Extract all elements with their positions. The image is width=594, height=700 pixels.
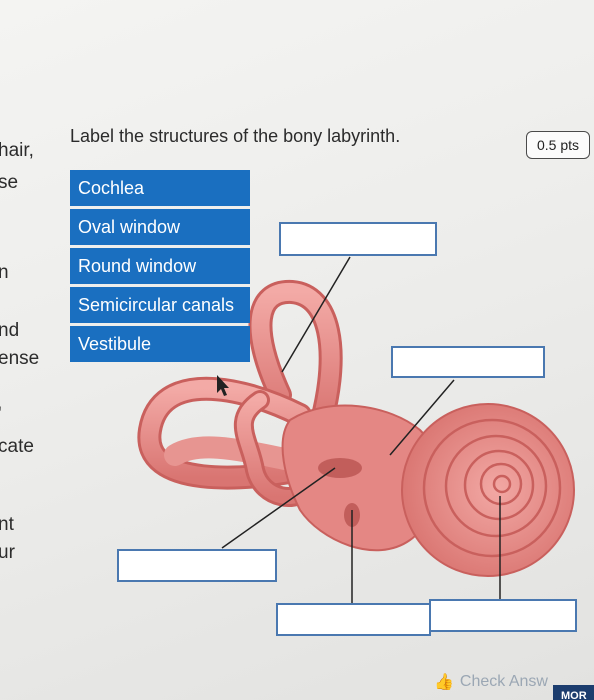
sidebar-fragment: hair, (0, 140, 34, 161)
label-cochlea[interactable]: Cochlea (70, 170, 250, 206)
drop-target-2[interactable] (391, 346, 545, 378)
drop-target-5[interactable] (429, 599, 577, 632)
sidebar-fragment: ur (0, 542, 15, 563)
label-bank: Cochlea Oval window Round window Semicir… (70, 170, 250, 365)
sidebar-fragment: se (0, 172, 19, 193)
sidebar-fragment: nt (0, 514, 14, 535)
thumbs-up-icon: 👍 (434, 674, 454, 691)
drop-target-1[interactable] (279, 222, 437, 256)
label-oval-window[interactable]: Oval window (70, 209, 250, 245)
sidebar-fragment: ense (0, 348, 40, 369)
label-vestibule[interactable]: Vestibule (70, 326, 250, 362)
sidebar-fragment: ' (0, 404, 2, 426)
question-prompt: Label the structures of the bony labyrin… (70, 126, 401, 146)
more-button[interactable]: MOR (553, 685, 594, 700)
drop-target-4[interactable] (276, 603, 431, 636)
sidebar-fragment: cate (0, 436, 34, 457)
sidebar-fragment: nd (0, 320, 20, 341)
points-badge: 0.5 pts (526, 131, 590, 159)
check-answer-button[interactable]: 👍 Check Answ (434, 667, 574, 697)
sidebar-fragment: n (0, 262, 9, 283)
label-round-window[interactable]: Round window (70, 248, 250, 284)
label-semicircular-canals[interactable]: Semicircular canals (70, 287, 250, 323)
drop-target-3[interactable] (117, 549, 277, 582)
check-answer-label: Check Answ (459, 673, 548, 690)
